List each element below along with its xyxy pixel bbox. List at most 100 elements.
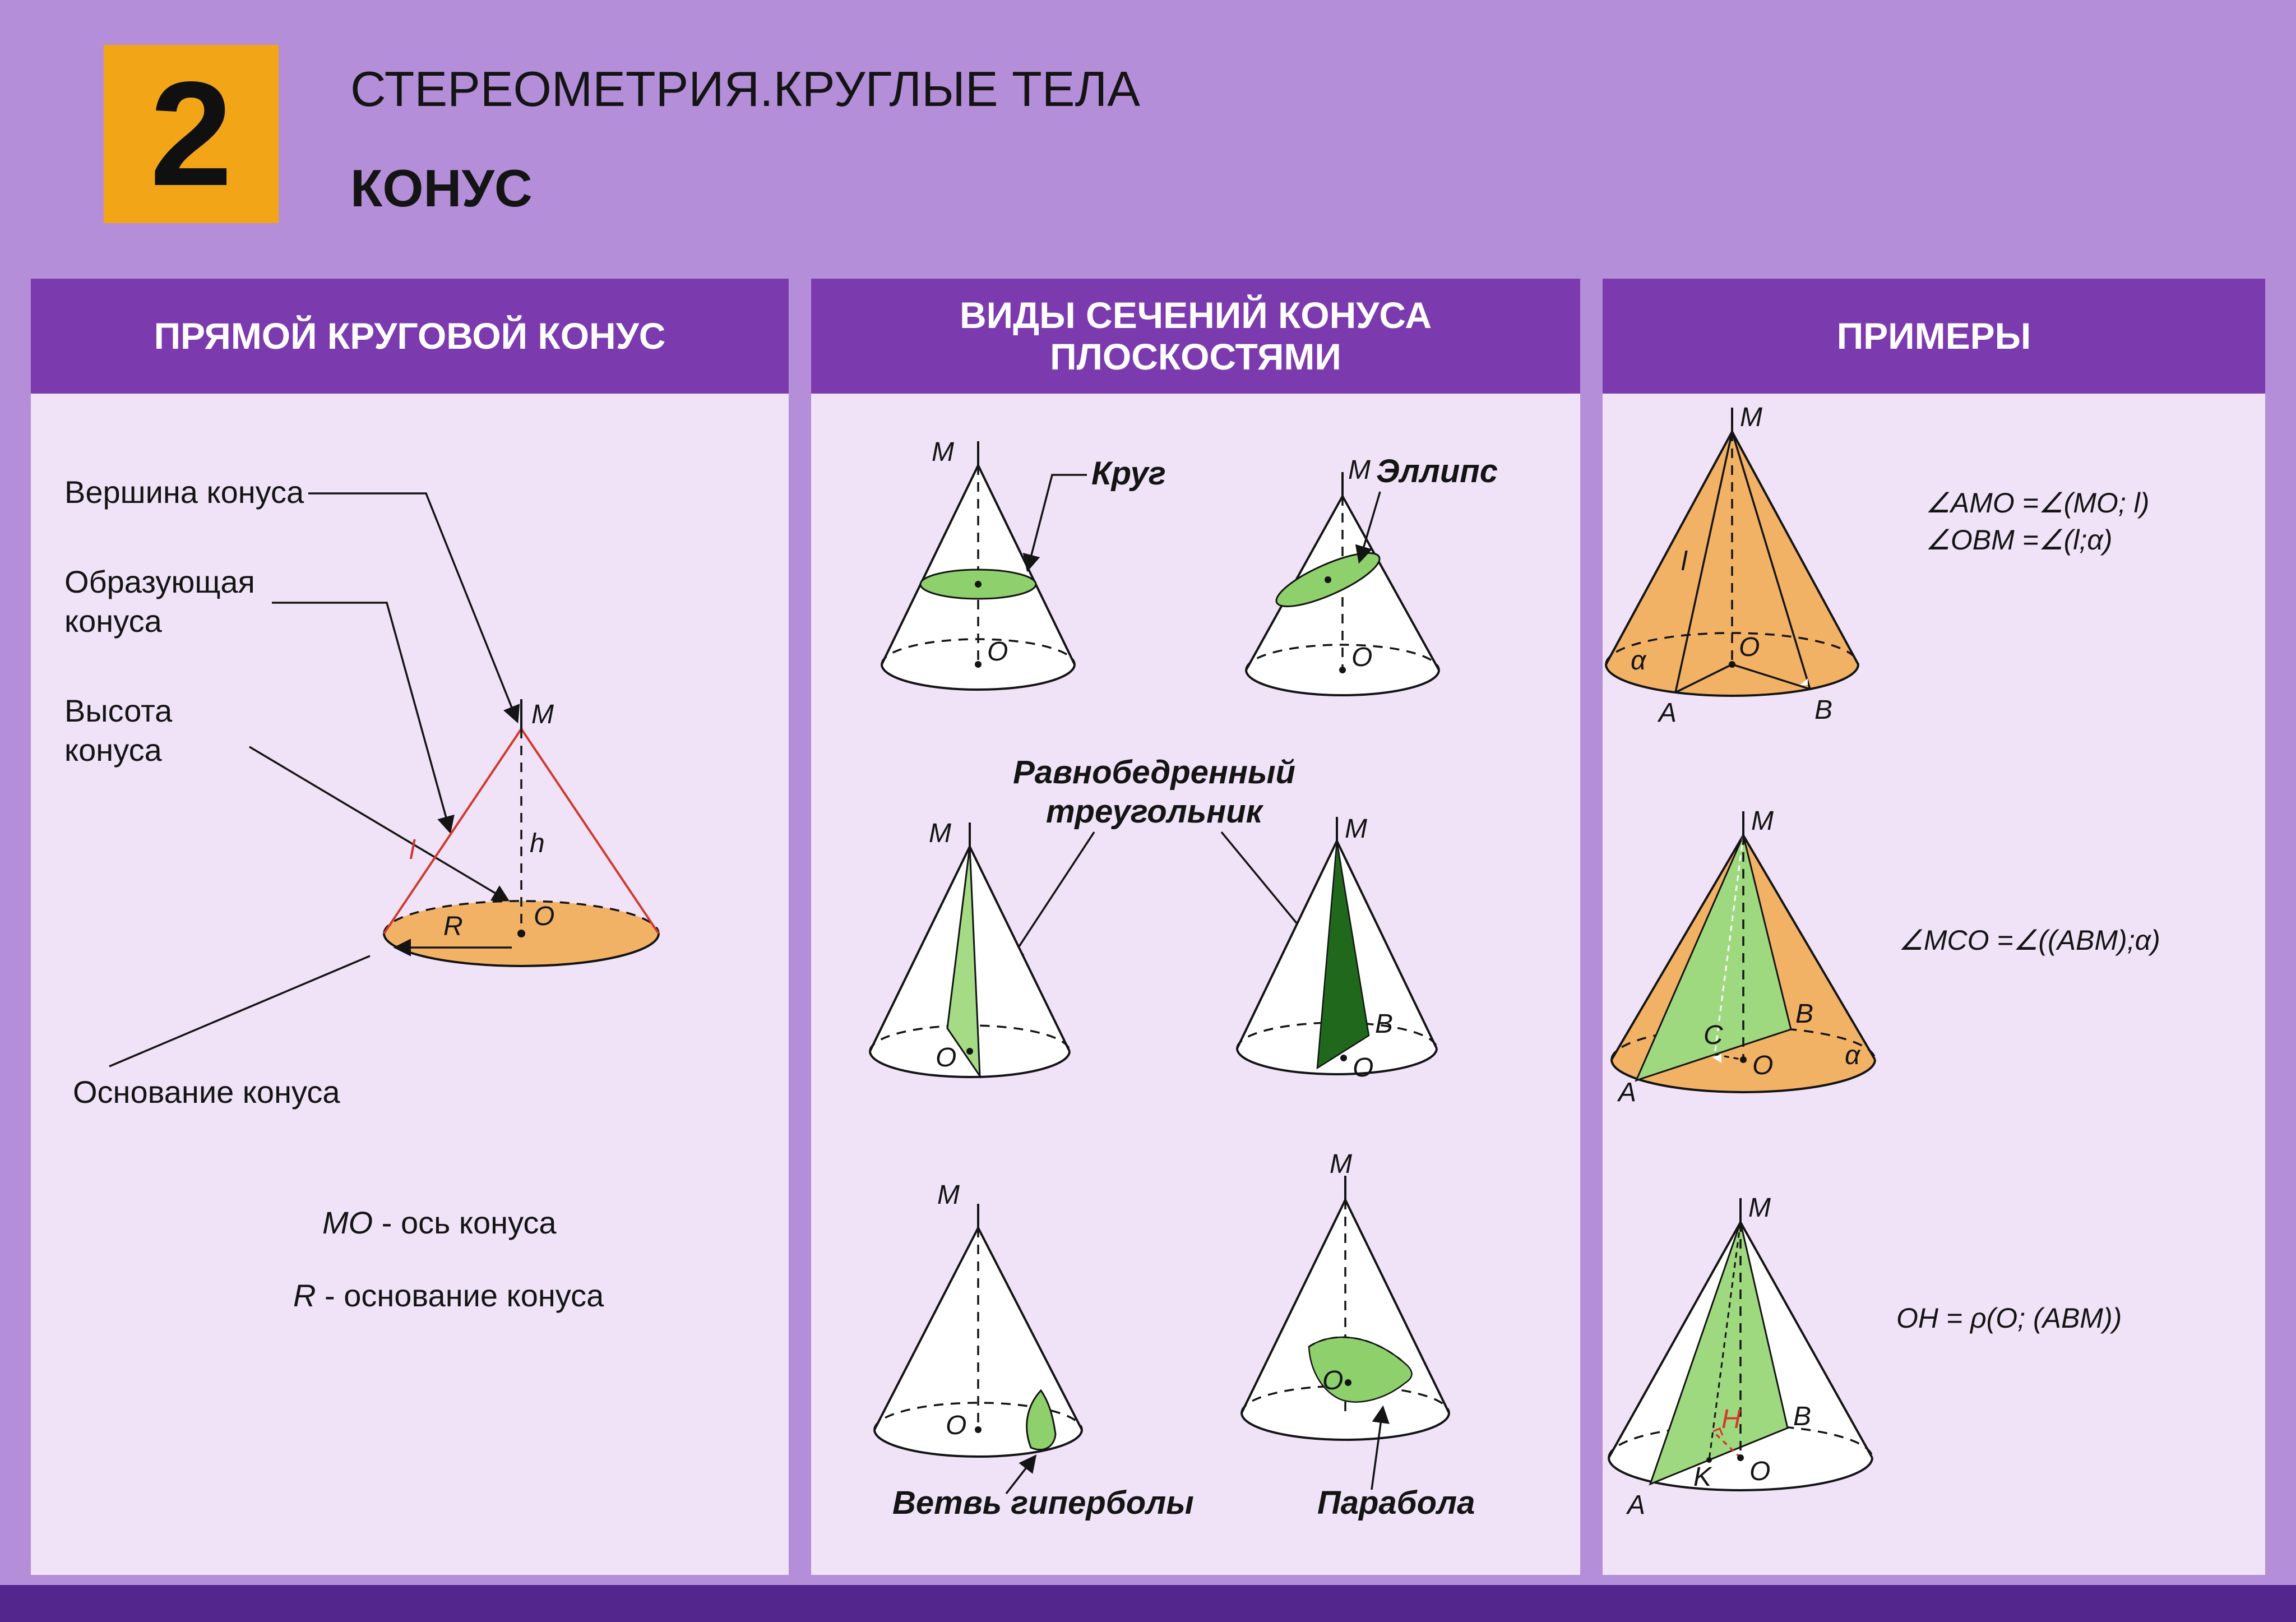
right-angle-mark-B: [1800, 678, 1808, 685]
ellipse-section: [1275, 552, 1381, 608]
letter-A: A: [1657, 698, 1677, 728]
base-front-edge: [873, 1429, 1083, 1458]
poster-title: СТЕРЕОМЕТРИЯ.КРУГЛЫЕ ТЕЛА: [350, 61, 1140, 117]
poster-subtitle: КОНУС: [350, 159, 533, 218]
triangle-section: [946, 846, 981, 1079]
base-back-edge: [873, 1402, 1083, 1430]
line-MB: [1731, 431, 1811, 690]
arrow-to-hyperbola: [1005, 1454, 1037, 1495]
cone-triangle-section-light: M O: [869, 819, 1071, 1079]
slant-left: [873, 1227, 979, 1430]
section-center-dot: [1325, 576, 1331, 583]
slant-left: [1240, 1199, 1346, 1413]
base-center-dot: [517, 930, 525, 937]
callout-height-label-1: Высота: [64, 693, 173, 728]
base-front-edge: [1608, 1457, 1873, 1491]
panel-cone-sections: ВИДЫ СЕЧЕНИЙ КОНУСА ПЛОСКОСТЯМИ: [811, 279, 1580, 1575]
letter-O: O: [1752, 1051, 1773, 1080]
panel3-header: ПРИМЕРЫ: [1603, 279, 2265, 394]
panel-right-circular-cone: ПРЯМОЙ КРУГОВОЙ КОНУС Вершина конуса Обр…: [31, 279, 789, 1575]
letter-C: C: [1704, 1020, 1723, 1050]
note-axis-var: MO: [322, 1205, 373, 1240]
note-axis: MO - ось конуса: [322, 1205, 557, 1240]
letter-O: O: [987, 637, 1008, 667]
base-front-edge: [1240, 1412, 1450, 1441]
generatrix-left: [383, 728, 522, 935]
callout-generatrix-label-2: конуса: [64, 603, 163, 639]
slant-left: [1610, 834, 1744, 1061]
cone-anatomy-diagram: Вершина конуса Образующая конуса Высота …: [64, 474, 660, 1313]
letter-M: M: [1748, 1193, 1771, 1223]
panel1-header-text: ПРЯМОЙ КРУГОВОЙ КОНУС: [154, 315, 666, 357]
base-back-edge: [1245, 644, 1440, 671]
base-center-dot: [1729, 661, 1735, 668]
right-angle-mark-H: [1712, 1427, 1724, 1436]
formula-1b: ∠OBM =∠(l;α): [1925, 524, 2112, 556]
slant-right: [977, 1227, 1083, 1430]
callout-generatrix-label-1: Образующая: [64, 564, 255, 599]
leader-line-base: [109, 955, 371, 1068]
letter-M: M: [1345, 814, 1367, 844]
base-center-dot: [975, 1426, 982, 1433]
triangle-section-ABM: [1635, 833, 1792, 1082]
leader-arrow-generatrix: [272, 602, 455, 834]
line-OB: [1732, 663, 1811, 690]
line-AO: [1675, 663, 1733, 694]
slant-right: [1742, 834, 1876, 1061]
slant-right: [969, 846, 1071, 1052]
note-base: R - основание конуса: [293, 1278, 604, 1313]
label-circle: Круг: [1091, 455, 1166, 492]
base-center-dot: [1345, 1379, 1351, 1386]
arrow-to-ellipse: [1355, 491, 1381, 564]
base-center-dot: [966, 1048, 973, 1055]
base-front-edge: [881, 664, 1076, 691]
example-1-angles: M l α O A B: [1605, 403, 1859, 728]
base-center-dot: [1340, 1055, 1347, 1061]
letter-R: R: [443, 912, 463, 941]
letter-M: M: [937, 1180, 960, 1210]
cone-ellipse-section: M O: [1245, 455, 1440, 696]
letter-B: B: [1814, 695, 1832, 725]
letter-alpha: α: [1631, 646, 1647, 676]
base-front-edge: [1605, 664, 1859, 697]
cone-sections-diagrams: M O Круг M O: [869, 437, 1498, 1521]
letter-O: O: [1351, 643, 1372, 672]
arrow-to-parabola: [1371, 1405, 1390, 1490]
slant-left: [1236, 840, 1338, 1049]
formula-1a: ∠AMO =∠(MO; l): [1925, 487, 2149, 519]
generatrix-right: [520, 728, 660, 935]
cone-triangle-section-dark: M B O: [1236, 814, 1438, 1083]
letter-O: O: [1739, 632, 1760, 662]
arrow-to-circle: [1022, 474, 1087, 572]
label-isosceles-1: Равнобедренный: [1013, 754, 1295, 791]
letter-B: B: [1793, 1402, 1811, 1431]
cone-body: [1606, 432, 1858, 696]
formula-2: ∠MCO =∠((ABM);α): [1899, 925, 2160, 956]
slant-left: [1605, 431, 1733, 665]
slant-left: [869, 846, 971, 1052]
label-isosceles-2: треугольник: [1046, 793, 1264, 830]
letter-B: B: [1795, 999, 1813, 1029]
letter-l: l: [1681, 547, 1688, 576]
base-front-edge: [869, 1051, 1071, 1078]
label-parabola: Парабола: [1317, 1485, 1475, 1521]
label-ellipse: Эллипс: [1376, 453, 1498, 489]
point-K-dot: [1706, 1457, 1712, 1463]
slant-right: [1336, 840, 1438, 1049]
hyperbola-section: [1026, 1389, 1057, 1451]
letter-l: l: [409, 835, 416, 865]
section-center-dot: [975, 581, 982, 588]
panel3-header-text: ПРИМЕРЫ: [1836, 315, 2031, 357]
letter-alpha: α: [1845, 1041, 1861, 1070]
examples-diagrams: M l α O A B ∠AMO =∠(MO; l) ∠OBM =∠(l;α): [1605, 403, 2160, 1520]
cone-body: [1246, 496, 1439, 695]
leader-arrow-vertex: [308, 492, 520, 724]
letter-O: O: [1322, 1366, 1343, 1395]
base-center-dot: [1740, 1056, 1747, 1063]
example-3-distance: M H B O K A: [1608, 1193, 1873, 1520]
leader-arrow-height: [249, 746, 511, 902]
letter-H: H: [1721, 1404, 1741, 1434]
letter-M: M: [929, 819, 951, 848]
letter-h: h: [530, 829, 545, 858]
note-base-rest: - основание конуса: [316, 1278, 604, 1313]
